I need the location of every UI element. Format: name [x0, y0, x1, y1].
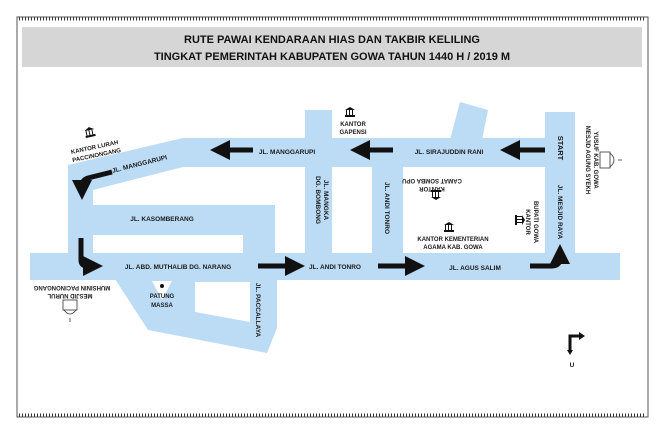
compass-arrow-icon	[568, 334, 580, 352]
landmark-label: PATUNG	[150, 294, 175, 300]
road-kasomberang-link	[243, 205, 275, 255]
street-label: JL. AGUS SALIM	[449, 265, 501, 272]
arrow-turn-right-icon	[78, 238, 103, 276]
landmark-label: KANTOR	[340, 122, 366, 128]
landmark-label: MASSA	[151, 303, 173, 309]
block-plot	[195, 282, 250, 322]
landmark-label: MUHSININ PACINONGANG	[33, 284, 110, 290]
patung-dot-icon	[160, 284, 164, 288]
north-compass: U	[567, 332, 585, 369]
title-line-1: RUTE PAWAI KENDARAAN HIAS DAN TAKBIR KEL…	[184, 34, 480, 46]
street-label: DG. BOMBONG	[314, 176, 321, 224]
building-icon	[515, 215, 525, 225]
landmark-label: MESJID AGUNG SYEKH	[584, 126, 590, 194]
building-icon	[444, 222, 454, 232]
road-slanted-north	[450, 102, 488, 140]
title-band	[22, 27, 642, 67]
arrow-turn-up-icon	[530, 244, 570, 269]
street-label: JL. ANDI TONRO	[383, 182, 390, 234]
building-icon	[345, 107, 355, 117]
landmark-label: KANTOR	[524, 209, 530, 235]
street-label: JL. KASOMBERANG	[130, 216, 194, 223]
start-label: START	[556, 136, 565, 161]
road-main	[30, 253, 620, 280]
street-label: JL. MANGKA	[322, 180, 329, 221]
mosque-icon	[62, 299, 78, 322]
landmark-label: CAMAT SOMBA OPU	[402, 177, 462, 183]
landmark-label: MESJID NURUL	[47, 292, 92, 298]
landmark-label: AGAMA KAB. GOWA	[423, 245, 483, 251]
compass-arrowheads-icon	[567, 332, 585, 355]
landmark-label: BUPATI GOWA	[532, 201, 538, 244]
landmark-label: KANTOR KEMENTERIAN	[417, 237, 488, 243]
street-label: JL. MESJID RAYA	[556, 185, 563, 240]
landmark-label: YUSUF KAB. GOWA	[592, 131, 598, 189]
street-label: JL. ABD. MUTHALIB DG. NARANG	[125, 264, 231, 271]
landmark-label: GAPENSI	[339, 130, 366, 136]
title-line-2: TINGKAT PEMERINTAH KABUPATEN GOWA TAHUN …	[154, 51, 510, 63]
road-andi-tonro-vertical	[372, 165, 403, 255]
route-arrows	[72, 140, 570, 276]
building-icon	[84, 127, 96, 138]
street-label: JL. ANDI TONRO	[309, 264, 361, 271]
street-label: JL. SIRAJUDDIN RANI	[415, 149, 484, 156]
patung-plot	[152, 281, 172, 300]
street-label: JL. PACCALLAYA	[254, 283, 261, 338]
street-label: JL. MANGGARUPI	[259, 149, 316, 156]
road-mangka-dg-bombong	[305, 110, 332, 255]
mosque-icon	[599, 151, 622, 169]
building-icon	[431, 190, 441, 200]
road-mesjid-raya	[545, 112, 575, 255]
arrow-turn-down-icon	[72, 169, 113, 200]
compass-label: U	[570, 362, 575, 369]
landmark-label: KANTOR	[419, 185, 445, 191]
